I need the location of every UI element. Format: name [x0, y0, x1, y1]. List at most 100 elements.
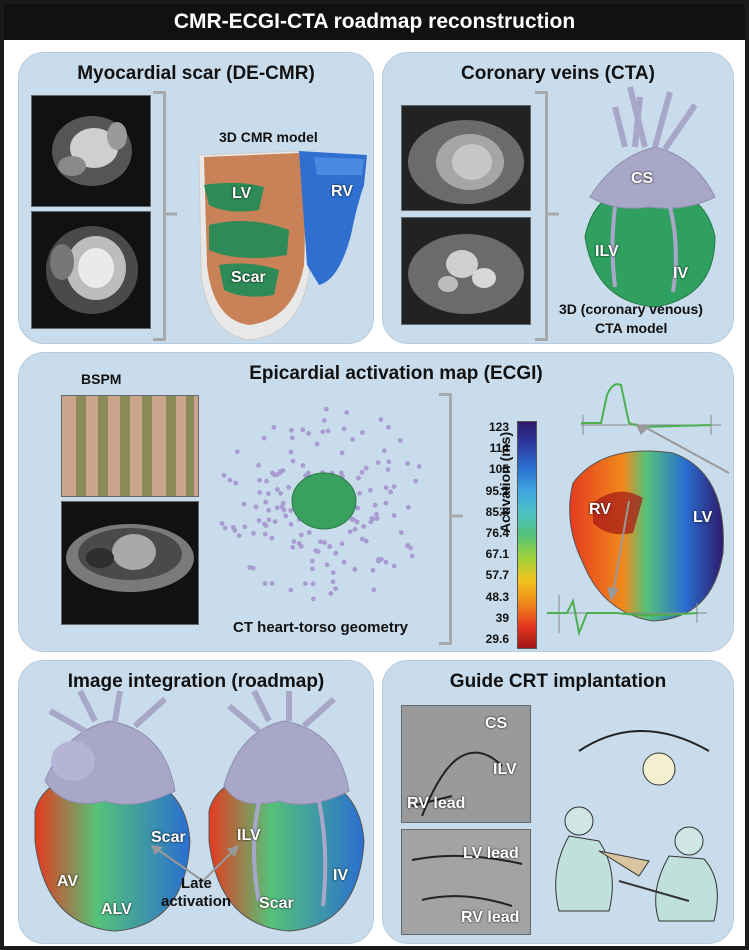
electrode-dot — [280, 504, 285, 509]
electrode-dot — [275, 505, 280, 510]
integration-av-label: AV — [57, 873, 78, 891]
electrode-dot — [406, 505, 411, 510]
electrode-dot — [328, 591, 333, 596]
electrode-dot — [233, 481, 238, 486]
electrode-dot — [331, 579, 336, 584]
electrode-dot — [262, 436, 267, 441]
ct-torso-graphic — [62, 502, 198, 624]
electrode-dot — [251, 531, 256, 536]
colorbar-tick-label: 39 — [471, 611, 509, 625]
cmr-3d-model — [179, 145, 379, 345]
electrode-dot — [271, 425, 276, 430]
electrode-dot — [288, 588, 293, 593]
bracket-veins — [535, 91, 548, 341]
electrode-dot — [311, 581, 316, 586]
electrode-dot — [356, 476, 361, 481]
late-activation-arrows — [135, 841, 255, 901]
electrode-dot — [223, 526, 228, 531]
panel-image-integration: Image integration (roadmap) — [18, 660, 374, 944]
cmr-lv-label: LV — [232, 185, 251, 203]
electrode-dot — [292, 539, 297, 544]
cta-image-2-graphic — [402, 218, 530, 324]
electrode-dot — [251, 566, 256, 571]
electrode-dot — [364, 466, 369, 471]
electrode-dot — [228, 478, 233, 483]
colorbar-tick-label: 57.7 — [471, 568, 509, 582]
electrode-dot — [382, 448, 387, 453]
electrode-dot — [281, 468, 286, 473]
electrode-dot — [233, 528, 238, 533]
bracket-ecgi — [439, 393, 452, 645]
arrow-bottom — [599, 501, 639, 601]
crt-rv-lead-label-2: RV lead — [461, 909, 519, 927]
electrode-dot — [270, 581, 275, 586]
ecgi-lv-label: LV — [693, 509, 712, 527]
ecg-trace-bottom — [547, 593, 707, 653]
electrode-dot — [357, 491, 362, 496]
electrode-dot — [289, 522, 294, 527]
cta-model-label-1: 3D (coronary venous) — [559, 301, 703, 317]
electrode-dot — [235, 449, 240, 454]
electrode-dot — [387, 459, 392, 464]
electrode-dot — [333, 586, 338, 591]
electrode-dot — [370, 516, 375, 521]
electrode-dot — [289, 450, 294, 455]
electrode-dot — [392, 513, 397, 518]
integration-scar-label: Scar — [151, 829, 186, 847]
late-activation-label-2: activation — [161, 893, 231, 910]
electrode-dot — [266, 508, 271, 513]
cmr-image-short-axis — [31, 211, 151, 329]
electrode-dot — [288, 508, 293, 513]
electrode-dot — [254, 505, 259, 510]
electrode-dot — [290, 436, 295, 441]
electrode-dot — [342, 426, 347, 431]
electrode-dot — [283, 514, 288, 519]
electrode-dot — [327, 544, 332, 549]
electrode-dot — [311, 597, 316, 602]
electrode-dot — [339, 471, 344, 476]
electrode-dot — [310, 559, 315, 564]
electrode-dot — [264, 479, 269, 484]
electrode-dot — [376, 460, 381, 465]
electrode-dot — [361, 524, 366, 529]
colorbar-tick-label: 48.3 — [471, 590, 509, 604]
electrode-dot — [324, 407, 329, 412]
electrode-dot — [270, 536, 275, 541]
electrode-dot — [257, 490, 262, 495]
cmr-long-axis-graphic — [32, 96, 150, 206]
crt-ilv-label: ILV — [493, 761, 517, 779]
electrode-dot — [318, 539, 323, 544]
colorbar — [517, 421, 537, 649]
electrode-dot — [348, 529, 353, 534]
panel-myocardial-scar: Myocardial scar (DE-CMR) 3D CMR model — [18, 52, 374, 344]
electrode-dot — [301, 463, 306, 468]
electrode-dot — [333, 551, 338, 556]
cta-image-2 — [401, 217, 531, 325]
electrode-dot — [384, 485, 389, 490]
electrode-dot — [371, 587, 376, 592]
panel-scar-title: Myocardial scar (DE-CMR) — [19, 63, 373, 85]
panel-veins-title: Coronary veins (CTA) — [383, 63, 733, 85]
electrode-dot — [360, 470, 365, 475]
electrode-dot — [306, 431, 311, 436]
implantation-illustration — [539, 711, 729, 931]
electrode-dot — [263, 581, 268, 586]
cmr-short-axis-graphic — [32, 212, 150, 328]
electrode-dot — [360, 430, 365, 435]
electrode-dot — [273, 519, 278, 524]
geometry-label: CT heart-torso geometry — [233, 619, 408, 636]
electrode-dot — [406, 543, 411, 548]
integration-ilv-label: ILV — [237, 827, 261, 845]
cta-3d-model — [555, 87, 725, 297]
bspm-label: BSPM — [81, 371, 121, 387]
electrode-dot — [413, 479, 418, 484]
bspm-photo-graphic — [62, 396, 198, 496]
cta-ilv-label: ILV — [595, 243, 619, 261]
electrode-dot — [386, 425, 391, 430]
electrode-dot — [299, 533, 304, 538]
electrode-dot — [350, 437, 355, 442]
electrode-dot — [388, 490, 393, 495]
cmr-image-long-axis — [31, 95, 151, 207]
colorbar-title: Activation (ms) — [497, 432, 513, 533]
electrode-dot — [368, 488, 373, 493]
